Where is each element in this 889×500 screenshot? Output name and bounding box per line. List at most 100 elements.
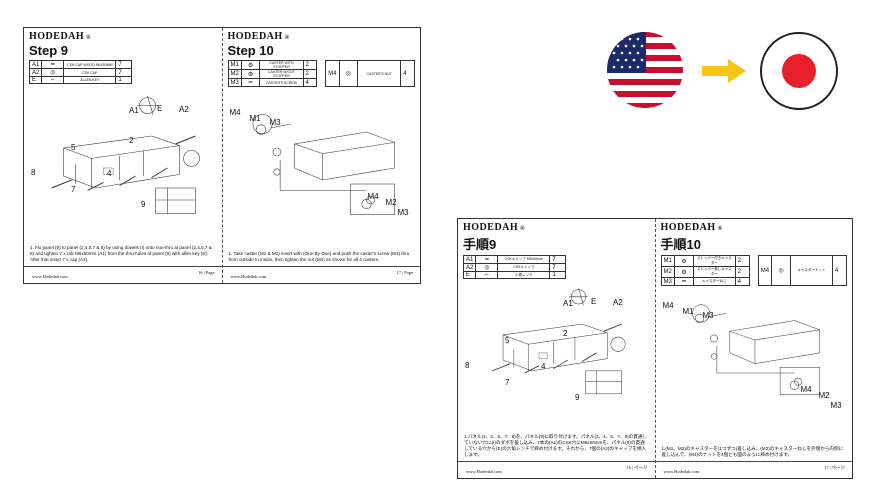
page-number: 17 | Page [396,270,413,275]
page-footer: www.Hodedah.com 17 | Page [222,266,420,283]
part-qty: 7 [115,68,133,77]
instruction-text: 1. Fix panel (9) to panel (2,4,5,7 & 8) … [30,245,216,263]
part-name: CASTER WITH STOPPER [259,60,304,70]
part-code: E [28,76,43,84]
diagram-callout: M4 [800,385,812,394]
diagram-callout: 5 [71,143,76,152]
part-name: キャスターナット [790,255,833,286]
part-code: M4 [325,60,340,87]
manual-page: HODEDAH® Step 10 M1 ⚙ CASTER WITH STOPPE… [221,28,420,283]
website-link: www.Hodedah.com [663,469,700,474]
allen-key-icon: ⌐ [41,76,65,84]
part-code: M2 [227,69,242,79]
part-code: A2 [28,68,43,77]
part-qty: 7 [549,263,567,272]
diagram-callout: M3 [397,208,409,217]
part-qty: 2 [734,266,750,278]
part-name: CSK CAP [63,68,117,77]
diagram-callout: 4 [107,169,112,178]
diagram-callout: M2 [818,391,830,400]
parts-table: M4 ◎ キャスターナット 4 [757,255,848,286]
page-footer: www.Hodedah.com 17 | ページ [655,461,852,478]
diagram-callout: 7 [71,185,76,194]
part-qty: 2 [302,69,318,79]
brand-logo: HODEDAH® [660,222,723,233]
part-name: ストッパー無しキャスター [693,266,736,278]
dowel-screw-icon: ━ [41,60,65,69]
nut-icon: ◎ [771,255,792,286]
part-name: ALLEN KEY [63,76,117,84]
brand-logo: HODEDAH® [227,31,290,42]
part-qty: 4 [302,78,318,87]
part-qty: 1 [115,76,133,84]
part-name: 六角レンチ [497,271,551,279]
instruction-text: 1.(M1、M2)のキャスターを(1つずつ)差し込み、(M3)のキャスターねじを… [661,446,846,458]
allen-key-icon: ⌐ [475,271,499,279]
diagram-callout: M1 [249,114,261,123]
part-qty: 2 [734,255,750,267]
diagram-callout: 8 [31,168,36,177]
part-code: M3 [660,277,675,286]
parts-table: A1 ━ CSK CAP WOOD M6X50MM 7 A2 ◎ CSK CAP… [28,60,133,84]
nut-icon: ◎ [338,60,359,87]
page-number: 17 | ページ [823,465,845,470]
instruction-text: 1.パネル(2、4、5、7、8)を、パネル(9)に取り付けます。パネル(2、4、… [464,434,649,458]
parts-row: E ⌐ 六角レンチ 1 [462,271,567,279]
brand-logo: HODEDAH® [29,31,92,42]
diagram-callout: A1 [563,299,573,308]
step-title: 手順10 [660,237,701,252]
part-code: M1 [660,255,675,267]
assembly-diagram [51,95,200,214]
page-footer: www.Hodedah.com 16 | Page [24,266,222,283]
diagram-callout: 7 [505,378,510,387]
part-name: CSK CAP WOOD M6X50MM [63,60,117,69]
manual-page: HODEDAH® 手順10 M1 ⚙ ストッパー付きキャスター 2 M2 ⚙ ス… [654,219,852,478]
diagram-callout: 5 [505,336,510,345]
diagram-callout: A2 [613,298,623,307]
diagram-callout: M4 [229,108,241,117]
diagram-callout: A2 [179,105,189,114]
parts-row: M3 ━ キャスターねじ 4 [660,277,750,286]
parts-row: M4 ◎ キャスターナット 4 [757,255,848,286]
diagram-callout: M4 [662,301,674,310]
parts-row: M4 ◎ CASTER'S NUT 4 [325,60,415,87]
parts-row: A2 ◎ CSKキャップ 7 [462,263,567,272]
part-qty: 4 [831,255,848,286]
caster-icon: ⚙ [240,69,261,79]
dowel-screw-icon: ━ [475,255,499,264]
diagram-callout: 9 [141,200,146,209]
part-name: ストッパー付きキャスター [693,255,736,267]
part-code: M3 [227,78,242,87]
part-code: M1 [227,60,242,70]
instruction-text: 1. Take caster (M1 & M2) insert with (On… [228,251,414,263]
step-title: Step 10 [227,43,274,58]
diagram-callout: A1 [129,106,139,115]
website-link: www.Hodedah.com [32,274,68,279]
parts-row: M3 ━ CASTER'S SCREW 4 [227,78,318,87]
parts-table: A1 ━ CSKキャップ M6x50mm 7 A2 ◎ CSKキャップ 7 E … [462,255,567,279]
diagram-callout: M3 [830,401,842,410]
part-name: CSKキャップ M6x50mm [497,255,551,264]
parts-row: M2 ⚙ ストッパー無しキャスター 2 [660,266,750,278]
diagram-callout: 9 [575,393,580,402]
page-footer: www.Hodedah.com 16 | ページ [458,461,655,478]
page-number: 16 | ページ [626,465,648,470]
parts-table: M4 ◎ CASTER'S NUT 4 [325,60,415,87]
parts-table: M1 ⚙ ストッパー付きキャスター 2 M2 ⚙ ストッパー無しキャスター 2 … [660,255,750,286]
part-code: A2 [462,263,477,272]
cap-icon: ◎ [41,68,65,77]
manual-page: HODEDAH® Step 9 A1 ━ CSK CAP WOOD M6X50M… [24,28,222,283]
manual-japanese: HODEDAH® 手順9 A1 ━ CSKキャップ M6x50mm 7 A2 ◎… [457,218,853,479]
diagram-callout: E [591,297,597,306]
part-code: A1 [462,255,477,264]
parts-row: M1 ⚙ ストッパー付きキャスター 2 [660,255,750,267]
manual-english: HODEDAH® Step 9 A1 ━ CSK CAP WOOD M6X50M… [23,27,421,284]
parts-table: M1 ⚙ CASTER WITH STOPPER 2 M2 ⚙ CASTER W… [227,60,318,87]
part-code: M2 [660,266,675,278]
caster-icon: ⚙ [673,266,695,278]
diagram-callout: M2 [385,198,397,207]
caster-icon: ⚙ [673,255,695,267]
arrow-right-icon [702,59,746,83]
assembly-diagram [691,304,820,395]
parts-row: M2 ⚙ CASTER W/OUT STOPPER 2 [227,69,318,79]
